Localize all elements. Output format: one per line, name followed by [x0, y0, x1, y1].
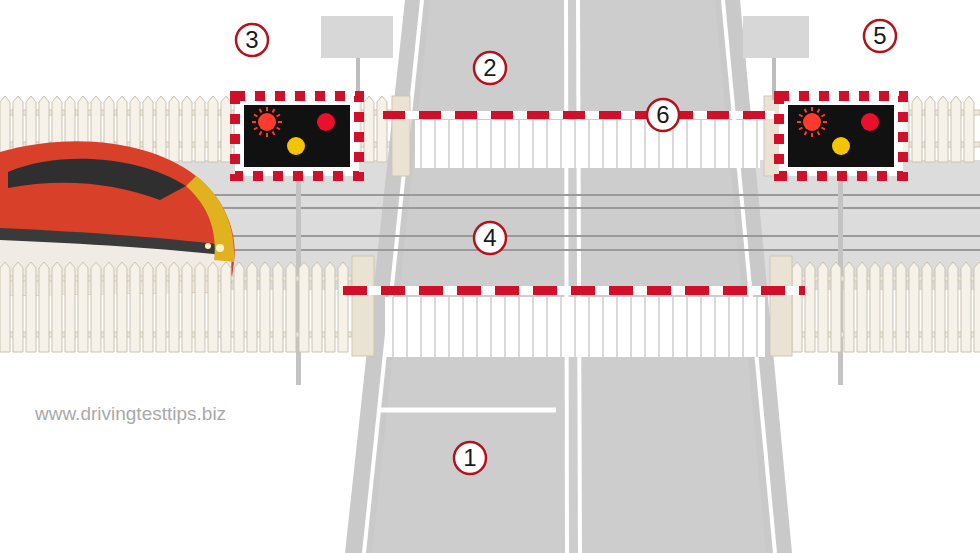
callout-number: 3 — [245, 28, 258, 52]
barrier-stripes — [383, 111, 775, 119]
callout-number: 4 — [483, 226, 496, 250]
barrier-skirt — [415, 120, 760, 168]
callout-number: 5 — [873, 24, 886, 48]
road — [345, 0, 792, 553]
gate-post — [770, 256, 792, 356]
barrier-arm — [383, 111, 775, 119]
callout-number: 6 — [656, 103, 669, 127]
callout-circle: 6 — [645, 97, 681, 133]
road-surface — [372, 0, 766, 553]
gate-post — [392, 96, 410, 176]
warning-light-signal — [779, 96, 903, 176]
gate-post — [352, 256, 374, 356]
callout-circle: 5 — [862, 18, 898, 54]
centre-line — [566, 0, 567, 553]
stop-line — [380, 408, 556, 413]
callout-circle: 3 — [234, 22, 270, 58]
callout-circle: 2 — [472, 50, 508, 86]
callout-number: 1 — [463, 446, 476, 470]
barrier-arm — [343, 286, 805, 295]
callout-circle: 1 — [452, 440, 488, 476]
centre-line — [578, 0, 580, 553]
watermark: www.drivingtesttips.biz — [35, 403, 226, 425]
signal-post — [296, 16, 393, 385]
warning-light-signal — [235, 96, 359, 176]
callout-number: 2 — [483, 56, 496, 80]
callout-circle: 4 — [472, 220, 508, 256]
barrier-skirt — [385, 297, 765, 357]
barrier-stripes — [343, 286, 805, 295]
road-edge-line — [723, 0, 775, 553]
